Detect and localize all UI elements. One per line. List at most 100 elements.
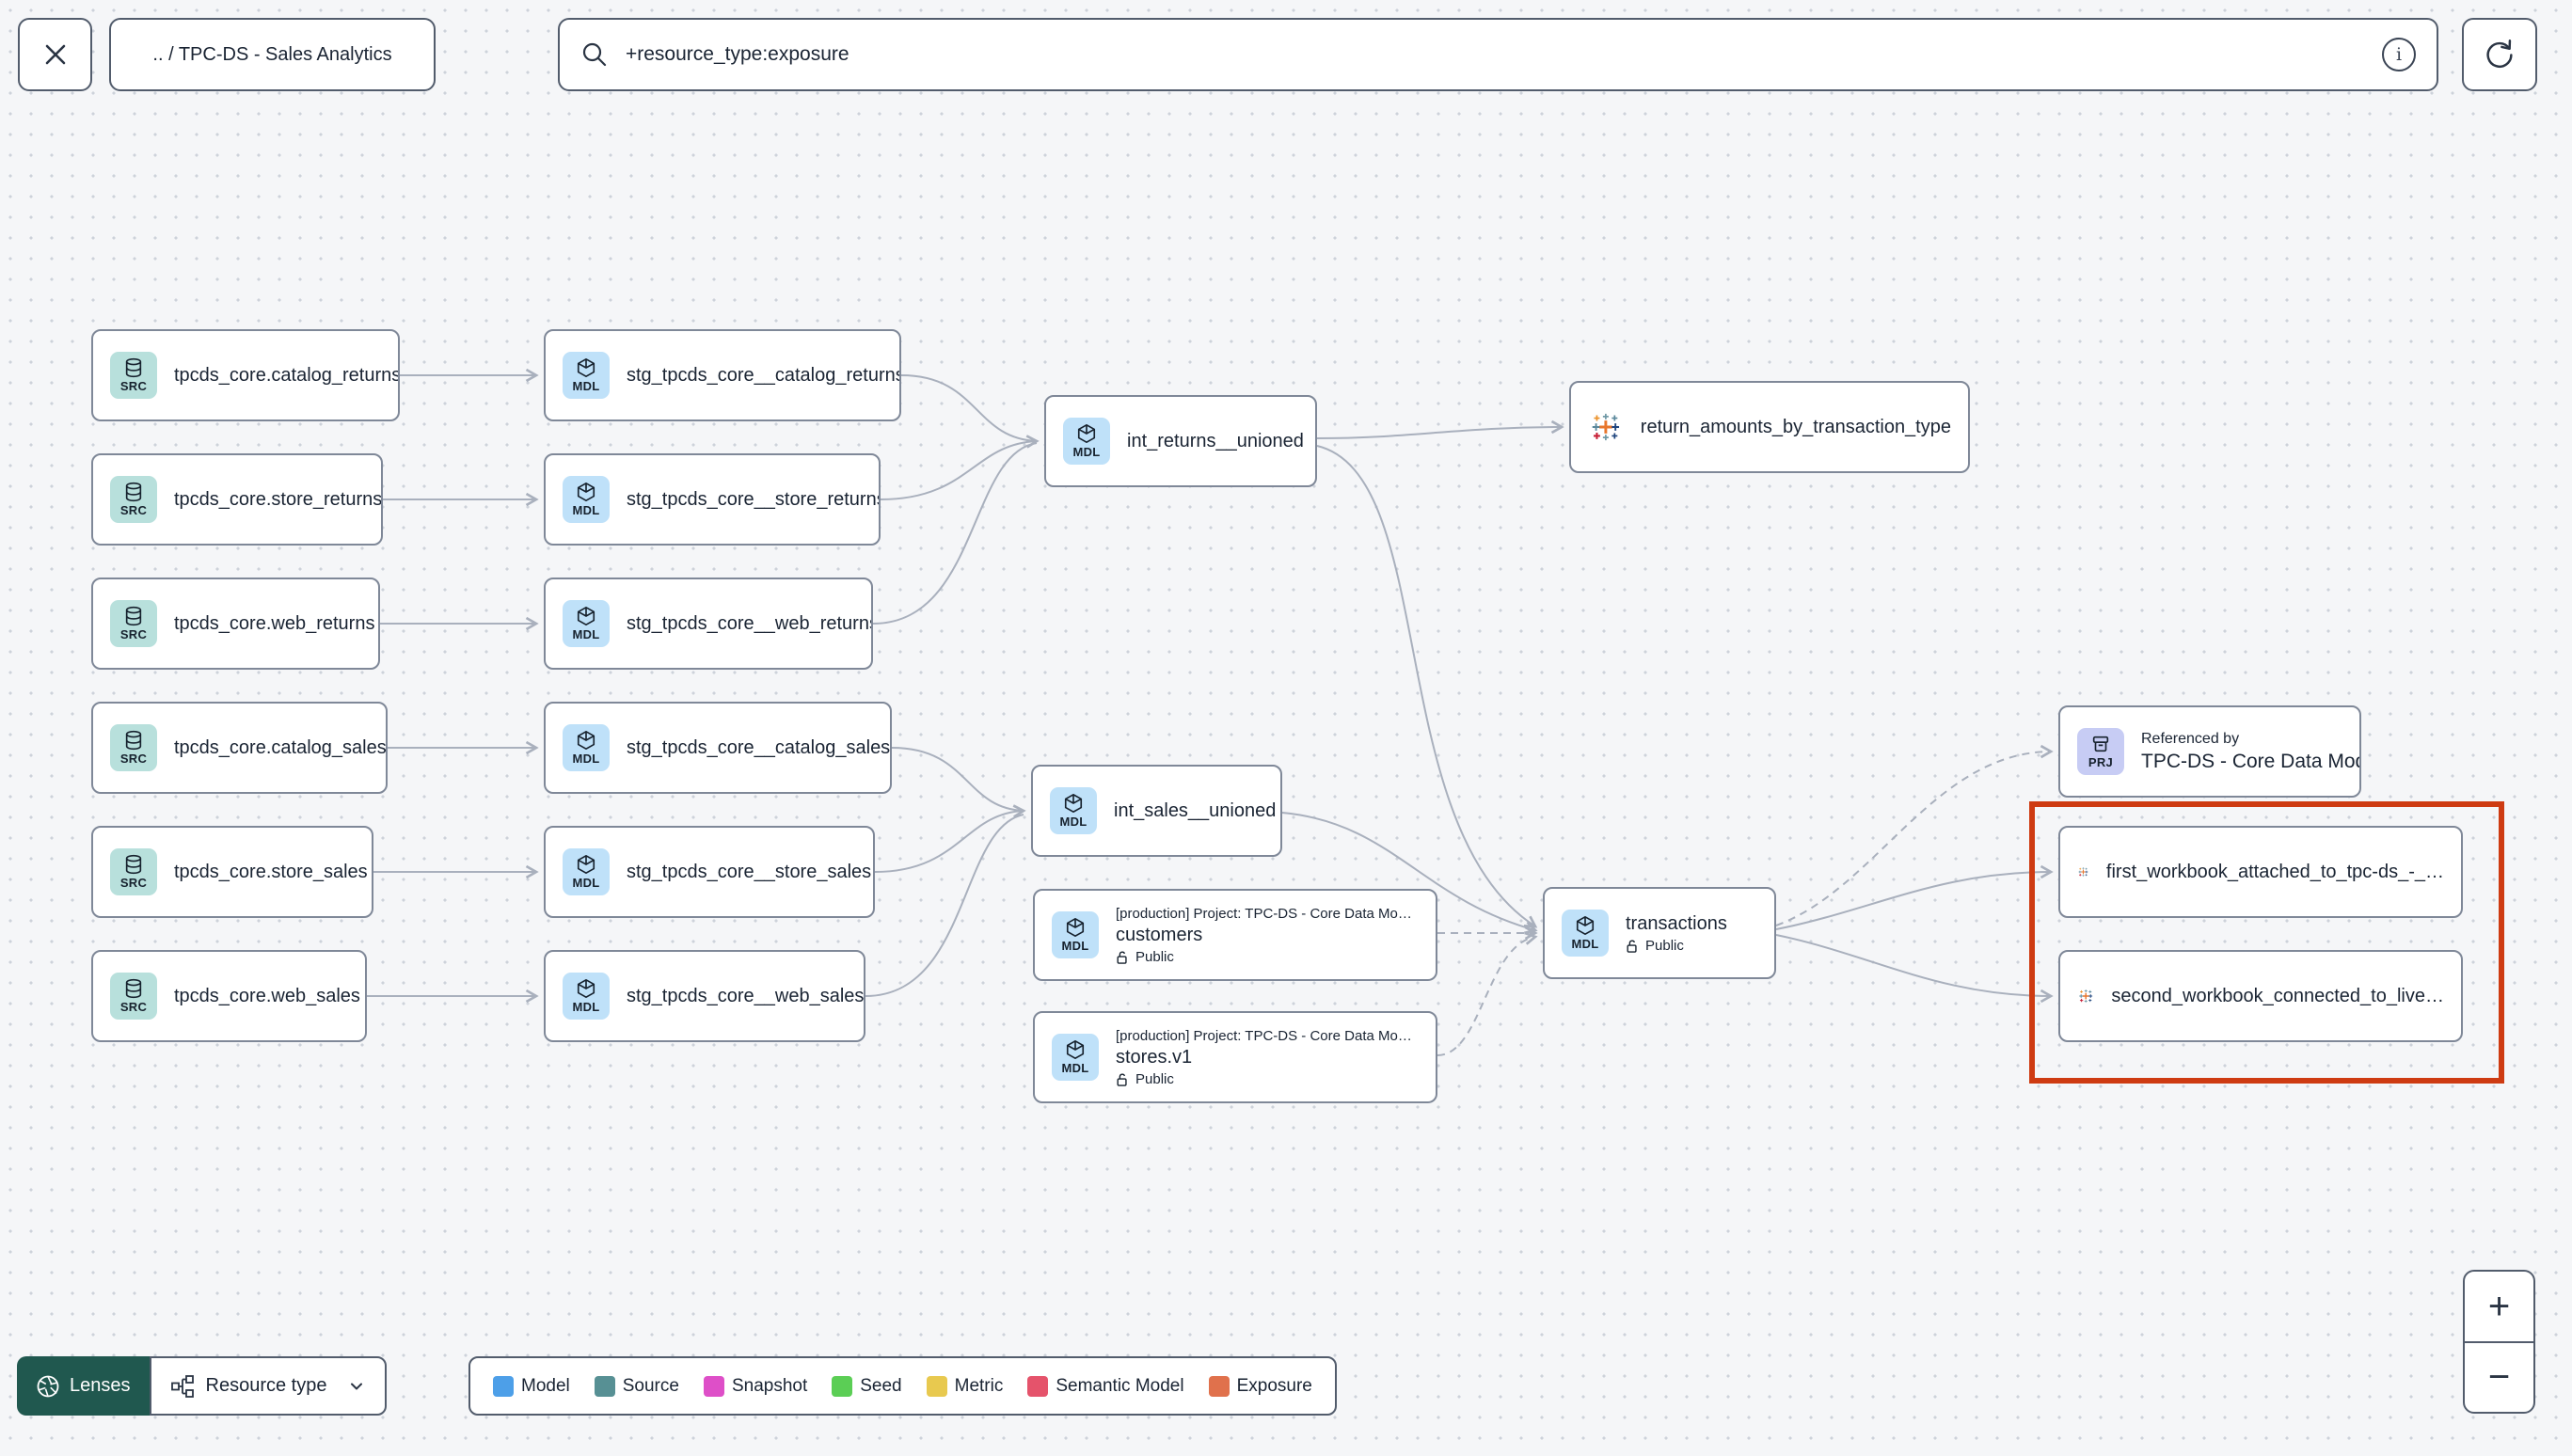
node-stg-catalog-sales[interactable]: MDL stg_tpcds_core__catalog_sales bbox=[544, 702, 892, 794]
edge-stg5-intsales bbox=[874, 804, 1026, 873]
node-label: transactions bbox=[1626, 912, 1727, 934]
seed-swatch bbox=[832, 1375, 853, 1397]
legend-item-seed: Seed bbox=[832, 1375, 902, 1397]
node-exposure-return-amounts[interactable]: return_amounts_by_transaction_type bbox=[1569, 381, 1970, 473]
node-int-sales-unioned[interactable]: MDL int_sales__unioned bbox=[1031, 765, 1282, 857]
source-icon: SRC bbox=[110, 600, 157, 647]
node-source-store-returns[interactable]: SRC tpcds_core.store_returns bbox=[91, 453, 383, 546]
database-icon bbox=[125, 978, 142, 999]
model-icon: MDL bbox=[563, 973, 610, 1020]
node-label: tpcds_core.catalog_returns bbox=[174, 364, 400, 386]
search-bar[interactable]: i bbox=[558, 18, 2438, 91]
node-source-store-sales[interactable]: SRC tpcds_core.store_sales bbox=[91, 826, 373, 918]
exposure-swatch bbox=[1208, 1375, 1230, 1397]
node-stg-store-returns[interactable]: MDL stg_tpcds_core__store_returns bbox=[544, 453, 881, 546]
edge-stg1-intreturns bbox=[900, 374, 1038, 442]
model-icon: MDL bbox=[1052, 911, 1099, 958]
node-source-catalog-returns[interactable]: SRC tpcds_core.catalog_returns bbox=[91, 329, 400, 421]
lenses-label: Lenses bbox=[70, 1375, 131, 1396]
exposure-highlight-box bbox=[2029, 801, 2504, 1084]
legend: Model Source Snapshot Seed Metric Semant… bbox=[468, 1356, 1337, 1416]
legend-item-model: Model bbox=[493, 1375, 570, 1397]
node-label: stg_tpcds_core__web_sales bbox=[627, 985, 865, 1006]
database-icon bbox=[125, 482, 142, 502]
lenses-button[interactable]: Lenses bbox=[17, 1356, 150, 1416]
node-referenced-by-project[interactable]: PRJ Referenced by TPC-DS - Core Data Mod… bbox=[2058, 705, 2361, 798]
node-transactions[interactable]: MDL transactions Public bbox=[1543, 887, 1776, 979]
model-icon: MDL bbox=[1562, 910, 1609, 957]
node-stg-web-sales[interactable]: MDL stg_tpcds_core__web_sales bbox=[544, 950, 865, 1042]
node-source-web-sales[interactable]: SRC tpcds_core.web_sales bbox=[91, 950, 367, 1042]
model-icon: MDL bbox=[1050, 787, 1097, 834]
project-icon: PRJ bbox=[2077, 728, 2124, 775]
zoom-in-button[interactable]: + bbox=[2487, 1285, 2511, 1327]
zoom-controls: + − bbox=[2463, 1270, 2535, 1414]
cube-icon bbox=[1576, 916, 1595, 935]
model-icon: MDL bbox=[1063, 418, 1110, 465]
node-label: int_returns__unioned bbox=[1127, 430, 1304, 451]
open-lock-icon bbox=[1117, 951, 1127, 964]
edge-transactions-referencedby bbox=[1775, 744, 2054, 926]
source-icon: SRC bbox=[110, 973, 157, 1020]
node-source-catalog-sales[interactable]: SRC tpcds_core.catalog_sales bbox=[91, 702, 388, 794]
source-icon: SRC bbox=[110, 352, 157, 399]
refresh-button[interactable] bbox=[2462, 18, 2537, 91]
legend-item-semantic-model: Semantic Model bbox=[1027, 1375, 1184, 1397]
database-icon bbox=[125, 357, 142, 378]
access-row: Public bbox=[1116, 949, 1412, 965]
tableau-icon bbox=[1592, 413, 1620, 441]
open-lock-icon bbox=[1117, 1073, 1127, 1086]
tableau-icon bbox=[2079, 989, 2093, 1003]
resource-type-dropdown[interactable]: Resource type bbox=[149, 1356, 388, 1416]
semantic-model-swatch bbox=[1027, 1375, 1049, 1397]
node-customers[interactable]: MDL [production] Project: TPC-DS - Core … bbox=[1033, 889, 1437, 981]
node-source-web-returns[interactable]: SRC tpcds_core.web_returns bbox=[91, 578, 380, 670]
node-stores-v1[interactable]: MDL [production] Project: TPC-DS - Core … bbox=[1033, 1011, 1437, 1103]
node-label: tpcds_core.web_sales bbox=[174, 985, 360, 1006]
access-row: Public bbox=[1116, 1071, 1412, 1087]
node-label: tpcds_core.catalog_sales bbox=[174, 736, 387, 758]
node-stg-web-returns[interactable]: MDL stg_tpcds_core__web_returns bbox=[544, 578, 873, 670]
cube-icon bbox=[1066, 918, 1085, 937]
model-icon: MDL bbox=[1052, 1034, 1099, 1081]
close-button[interactable] bbox=[18, 18, 92, 91]
hierarchy-icon bbox=[170, 1374, 194, 1398]
resource-type-label: Resource type bbox=[205, 1375, 327, 1396]
refresh-icon bbox=[2486, 40, 2513, 68]
node-stg-store-sales[interactable]: MDL stg_tpcds_core__store_sales bbox=[544, 826, 875, 918]
database-icon bbox=[125, 730, 142, 751]
archive-icon bbox=[2092, 736, 2109, 752]
node-label: first_workbook_attached_to_tpc-ds_-_… bbox=[2105, 861, 2444, 882]
model-icon: MDL bbox=[563, 724, 610, 771]
node-int-returns-unioned[interactable]: MDL int_returns__unioned bbox=[1044, 395, 1317, 487]
project-line: [production] Project: TPC-DS - Core Data… bbox=[1116, 1027, 1412, 1044]
cube-icon bbox=[1066, 1040, 1085, 1059]
node-stg-catalog-returns[interactable]: MDL stg_tpcds_core__catalog_returns bbox=[544, 329, 901, 421]
node-label: second_workbook_connected_to_live… bbox=[2111, 985, 2444, 1006]
cube-icon bbox=[577, 483, 595, 501]
node-label: stg_tpcds_core__web_returns bbox=[627, 612, 873, 634]
edge-stg4-intsales bbox=[891, 747, 1024, 812]
zoom-out-button[interactable]: − bbox=[2487, 1356, 2511, 1399]
legend-item-metric: Metric bbox=[926, 1375, 1003, 1397]
access-row: Public bbox=[1626, 938, 1727, 954]
node-exposure-workbook1[interactable]: first_workbook_attached_to_tpc-ds_-_… bbox=[2058, 826, 2463, 918]
snapshot-swatch bbox=[703, 1375, 724, 1397]
search-input[interactable] bbox=[624, 42, 2367, 67]
lenses-control: Lenses Resource type bbox=[17, 1356, 388, 1416]
tableau-icon bbox=[2078, 867, 2088, 877]
breadcrumb-button[interactable]: .. / TPC-DS - Sales Analytics bbox=[109, 18, 436, 91]
node-label: stg_tpcds_core__catalog_sales bbox=[627, 736, 891, 758]
close-icon bbox=[45, 44, 65, 65]
aperture-icon bbox=[37, 1375, 59, 1397]
open-lock-icon bbox=[1627, 940, 1637, 953]
model-icon: MDL bbox=[563, 848, 610, 895]
cube-icon bbox=[577, 855, 595, 874]
cube-icon bbox=[577, 731, 595, 750]
source-swatch bbox=[594, 1375, 615, 1397]
node-exposure-workbook2[interactable]: second_workbook_connected_to_live… bbox=[2058, 950, 2463, 1042]
model-icon: MDL bbox=[563, 476, 610, 523]
info-icon[interactable]: i bbox=[2382, 38, 2416, 71]
node-label: stg_tpcds_core__store_returns bbox=[627, 488, 881, 510]
